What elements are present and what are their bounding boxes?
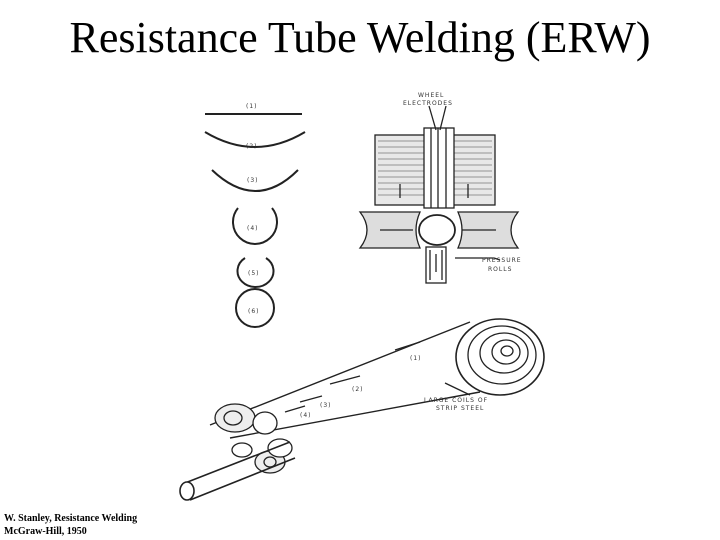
stage-label: (1)	[246, 103, 258, 110]
wheel-electrodes-label: WHEEL	[418, 92, 444, 99]
upper-roll	[214, 403, 256, 433]
figure-labels: (1) (2) (3) (4) (5) (6) WHEEL ELECTRODES…	[246, 92, 522, 419]
stage-label: (3)	[247, 177, 259, 184]
forming-machine	[214, 403, 293, 474]
steel-coil	[455, 318, 545, 396]
welded-tube	[179, 441, 296, 501]
pressure-rolls-label: ROLLS	[488, 266, 512, 273]
source-citation: W. Stanley, Resistance Welding McGraw-Hi…	[4, 512, 174, 538]
stage-4-open-tube	[232, 207, 278, 245]
strip-top-edge	[209, 321, 471, 426]
stage-6-closed-tube	[235, 288, 275, 328]
stage-label: (4)	[247, 225, 259, 232]
tube-end	[179, 481, 195, 501]
electrode-center-ring	[423, 127, 455, 209]
strip-stage-label: (1)	[410, 355, 422, 362]
slide-title: Resistance Tube Welding (ERW)	[69, 13, 651, 62]
tube-at-weld	[418, 214, 456, 246]
pressure-rolls-label: PRESSURE	[482, 257, 522, 264]
coils-label: LARGE COILS OF	[424, 397, 488, 404]
stage-label: (2)	[246, 143, 258, 150]
citation-publisher: McGraw-Hill, 1950	[4, 526, 87, 537]
strip-stage-label: (3)	[320, 402, 332, 409]
stage-label: (6)	[248, 308, 260, 315]
forming-stages	[204, 113, 306, 328]
stage-5-near-closed	[236, 257, 275, 288]
wheel-electrodes-label: ELECTRODES	[403, 100, 453, 107]
stage-label: (5)	[248, 270, 260, 277]
coils-label: STRIP STEEL	[436, 405, 484, 412]
stage-3-arc	[211, 169, 299, 192]
stage-2-arc	[204, 131, 306, 148]
citation-author: W. Stanley, Resistance Welding	[4, 513, 138, 524]
strip-stage-label: (4)	[300, 412, 312, 419]
wheel-electrodes-assembly	[358, 105, 520, 284]
strip-stage-label: (2)	[352, 386, 364, 393]
